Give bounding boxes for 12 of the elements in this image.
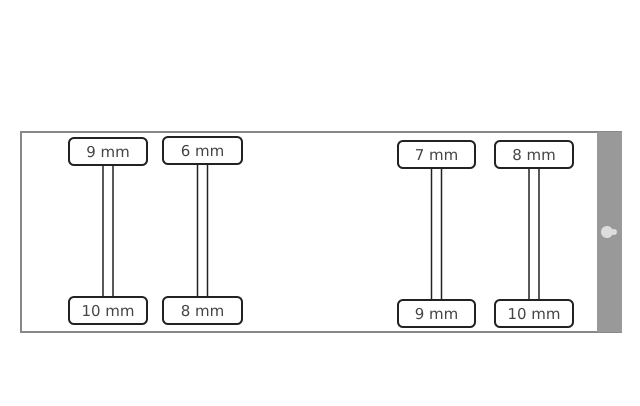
measurement-box: 10 mm (494, 299, 574, 328)
double-line-connector (430, 168, 442, 300)
measurement-box: 9 mm (397, 299, 476, 328)
measurement-box: 8 mm (162, 296, 243, 325)
measurement-box: 6 mm (162, 136, 243, 165)
double-line-connector (102, 165, 114, 297)
double-line-connector (196, 164, 208, 297)
measurement-box: 9 mm (68, 137, 148, 166)
measurement-box: 10 mm (68, 296, 148, 325)
double-line-connector (528, 168, 540, 300)
measurement-box: 7 mm (397, 140, 476, 169)
measurement-box: 8 mm (494, 140, 574, 169)
